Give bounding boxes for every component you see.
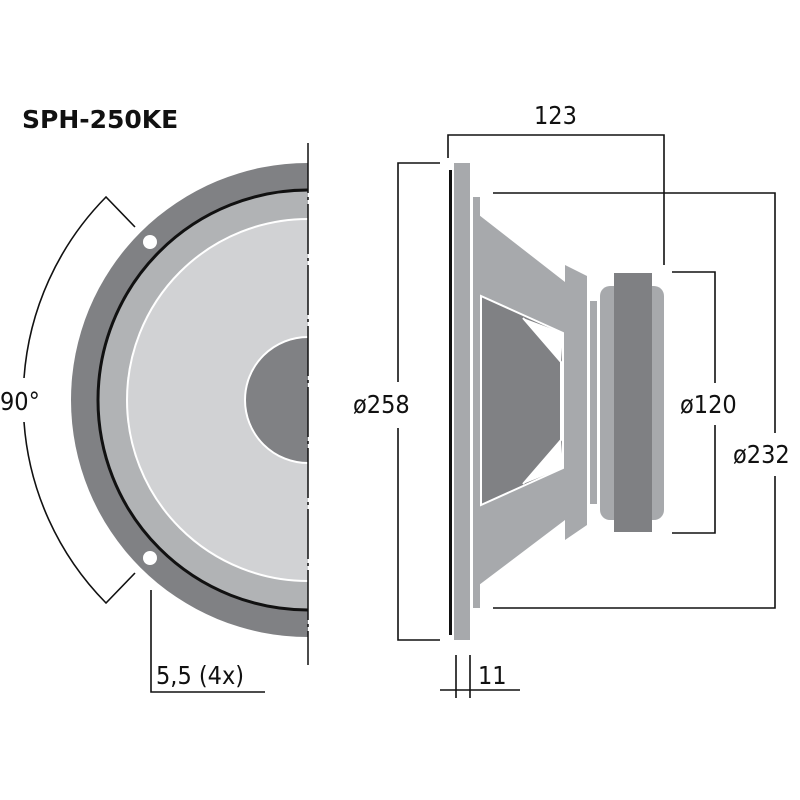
angle-bracket: [23, 195, 136, 605]
back-plate: [590, 301, 597, 504]
outer-diameter-label: ø258: [353, 390, 410, 419]
depth-label: 123: [534, 101, 577, 130]
angle-label: 90°: [0, 387, 40, 416]
diameter-258-line: [397, 162, 440, 641]
dust-cap: [244, 336, 308, 464]
cone-window-highlight: [523, 318, 563, 484]
diameter-120-line: [672, 271, 716, 534]
front-gasket: [449, 170, 452, 635]
cone: [126, 218, 308, 582]
magnet-diameter-label: ø120: [680, 390, 737, 419]
depth-123-line: [447, 134, 665, 265]
cone-window: [480, 294, 564, 507]
mounting-hole: [143, 235, 157, 249]
front-view: 90° 5,5 (4x): [0, 143, 309, 693]
frame-plate: [454, 163, 470, 640]
mounting-hole: [143, 551, 157, 565]
cutout-diameter-label: ø232: [733, 440, 790, 469]
model-title: SPH-250KE: [22, 105, 178, 134]
magnet: [614, 273, 652, 532]
thickness-11-line: [440, 655, 520, 698]
hole-leader: [150, 590, 265, 693]
hole-label: 5,5 (4x): [156, 661, 244, 690]
flange-thickness-label: 11: [478, 661, 507, 690]
diameter-232-line: [493, 192, 776, 609]
side-view: ø258 123 ø120 ø232 11: [353, 101, 790, 698]
basket-flange: [473, 197, 480, 608]
